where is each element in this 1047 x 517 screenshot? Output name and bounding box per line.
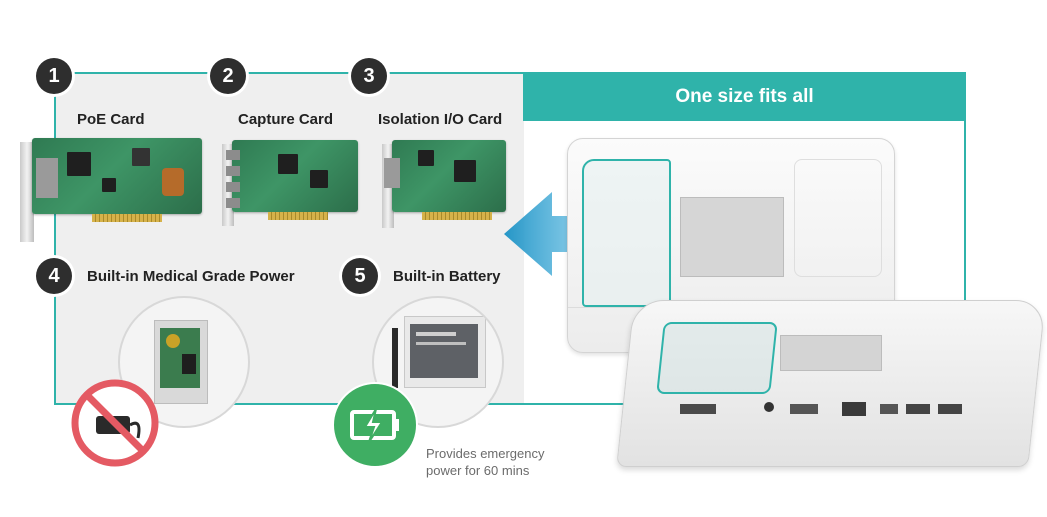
badge-5: 5 — [342, 258, 378, 294]
badge-3: 3 — [351, 58, 387, 94]
isolation-io-card-image — [378, 140, 506, 230]
battery-photo — [372, 296, 504, 428]
badge-2: 2 — [210, 58, 246, 94]
label-poe-card: PoE Card — [77, 111, 145, 128]
no-adapter-icon — [71, 379, 159, 467]
monitor-side-highlight — [656, 322, 778, 394]
battery-caption-line1: Provides emergency — [426, 446, 545, 461]
header-bar: One size fits all — [523, 72, 966, 121]
battery-caption-line2: power for 60 mins — [426, 463, 530, 478]
battery-caption: Provides emergency power for 60 mins — [426, 445, 545, 479]
capture-card-image — [218, 140, 358, 228]
monitor-back-image — [567, 138, 895, 353]
label-medical-power: Built-in Medical Grade Power — [87, 268, 295, 285]
monitor-side-panel — [780, 335, 882, 371]
charging-battery-icon — [332, 382, 418, 468]
label-isolation-io-card: Isolation I/O Card — [378, 111, 503, 128]
power-supply-photo — [118, 296, 250, 428]
badge-4: 4 — [36, 258, 72, 294]
main-frame — [54, 72, 966, 405]
header-title: One size fits all — [675, 85, 814, 107]
badge-1: 1 — [36, 58, 72, 94]
io-ports — [680, 400, 1000, 422]
arrow-left-icon — [504, 192, 620, 276]
label-capture-card: Capture Card — [238, 111, 334, 128]
label-battery: Built-in Battery — [393, 268, 501, 285]
poe-card-image — [12, 138, 202, 244]
